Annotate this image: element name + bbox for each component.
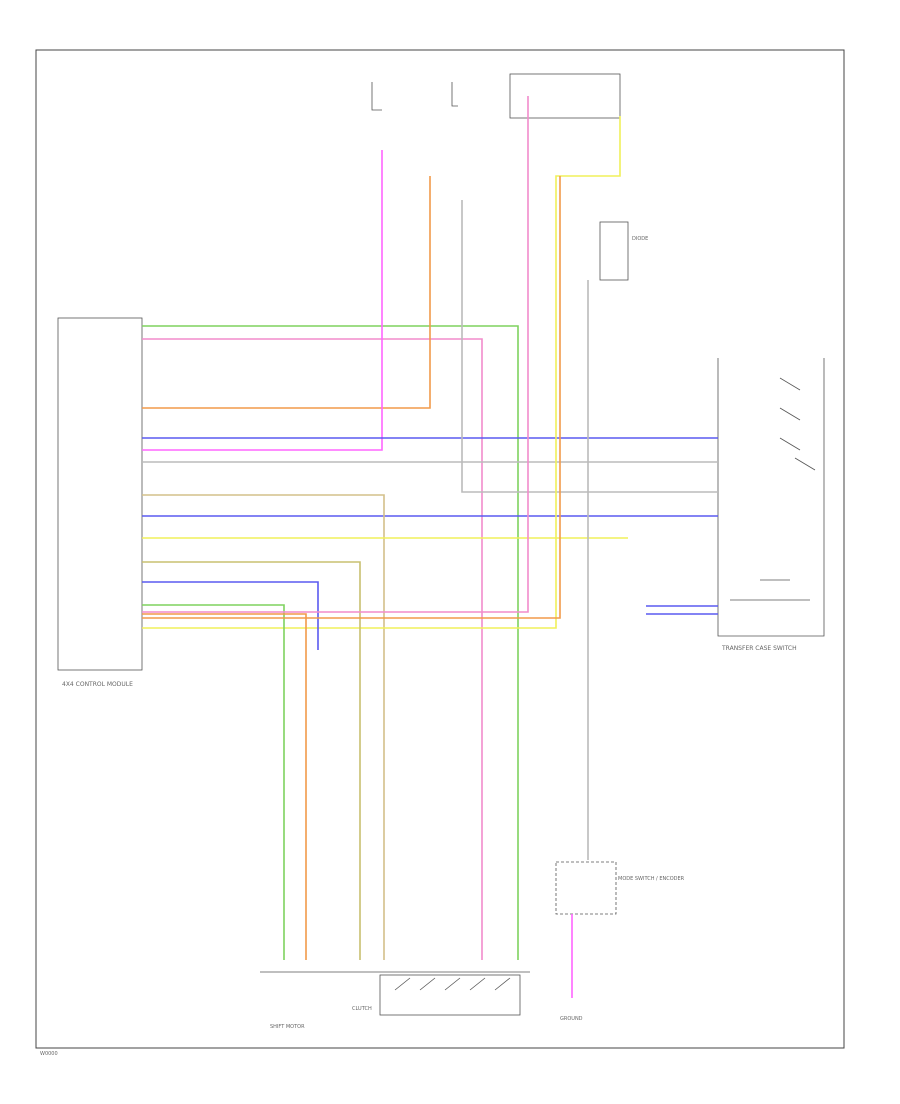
wire-purple-1 <box>142 150 383 451</box>
control-module-label: 4X4 CONTROL MODULE <box>62 681 133 688</box>
encoder-label: MODE SWITCH / ENCODER <box>618 876 685 882</box>
transfer-case-switch-label: TRANSFER CASE SWITCH <box>721 645 797 652</box>
wire-blue-3 <box>142 581 319 650</box>
encoder-box <box>555 861 617 915</box>
wire-grey-2 <box>461 200 718 493</box>
wire-green-1 <box>142 325 519 960</box>
top-source-box-right <box>509 73 621 119</box>
wire-olive-1 <box>142 561 361 960</box>
wire-green-2 <box>142 604 285 960</box>
switch-contacts <box>730 377 816 601</box>
wire-orange-3 <box>142 176 561 619</box>
ground-label: GROUND <box>560 1016 583 1022</box>
top-source-bracket-left <box>371 82 382 111</box>
wire-orange-1 <box>142 176 431 409</box>
motor-contacts-box <box>379 974 521 1016</box>
footer-code: W0000 <box>40 1051 58 1057</box>
transfer-case-switch-box <box>717 358 825 637</box>
wire-tan-1 <box>142 494 385 960</box>
clutch-label: CLUTCH <box>352 1006 372 1012</box>
wires <box>142 96 718 998</box>
top-source-box-center <box>451 82 458 107</box>
wire-yellow-2 <box>142 116 621 629</box>
control-module-box <box>57 317 143 671</box>
shift-motor-label: SHIFT MOTOR <box>270 1024 305 1030</box>
motor-switch-contacts <box>394 977 511 991</box>
diagram-frame <box>35 49 845 1049</box>
wire-orange-2 <box>142 613 307 960</box>
diode-component <box>599 221 629 281</box>
wire-pink-1 <box>142 338 483 960</box>
wire-pink-2 <box>142 96 529 613</box>
diode-label: DIODE <box>632 236 648 242</box>
